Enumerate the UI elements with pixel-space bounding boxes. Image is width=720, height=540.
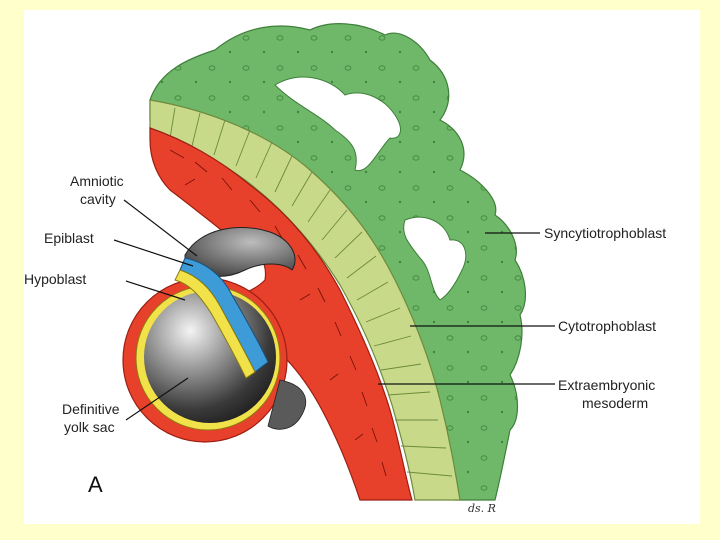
label-extraembryonic-mesoderm-2: mesoderm (582, 395, 648, 411)
label-syncytiotrophoblast: Syncytiotrophoblast (544, 225, 666, 241)
label-definitive-yolk-sac-1: Definitive (62, 401, 120, 417)
label-hypoblast: Hypoblast (24, 271, 86, 287)
label-epiblast: Epiblast (44, 230, 94, 246)
label-definitive-yolk-sac-2: yolk sac (64, 419, 115, 435)
panel-letter: A (88, 472, 103, 497)
label-amniotic-cavity-1: Amniotic (70, 173, 124, 189)
label-amniotic-cavity-2: cavity (80, 191, 116, 207)
label-cytotrophoblast: Cytotrophoblast (558, 318, 656, 334)
illustrator-signature: ds. R (468, 502, 496, 515)
label-extraembryonic-mesoderm-1: Extraembryonic (558, 377, 655, 393)
